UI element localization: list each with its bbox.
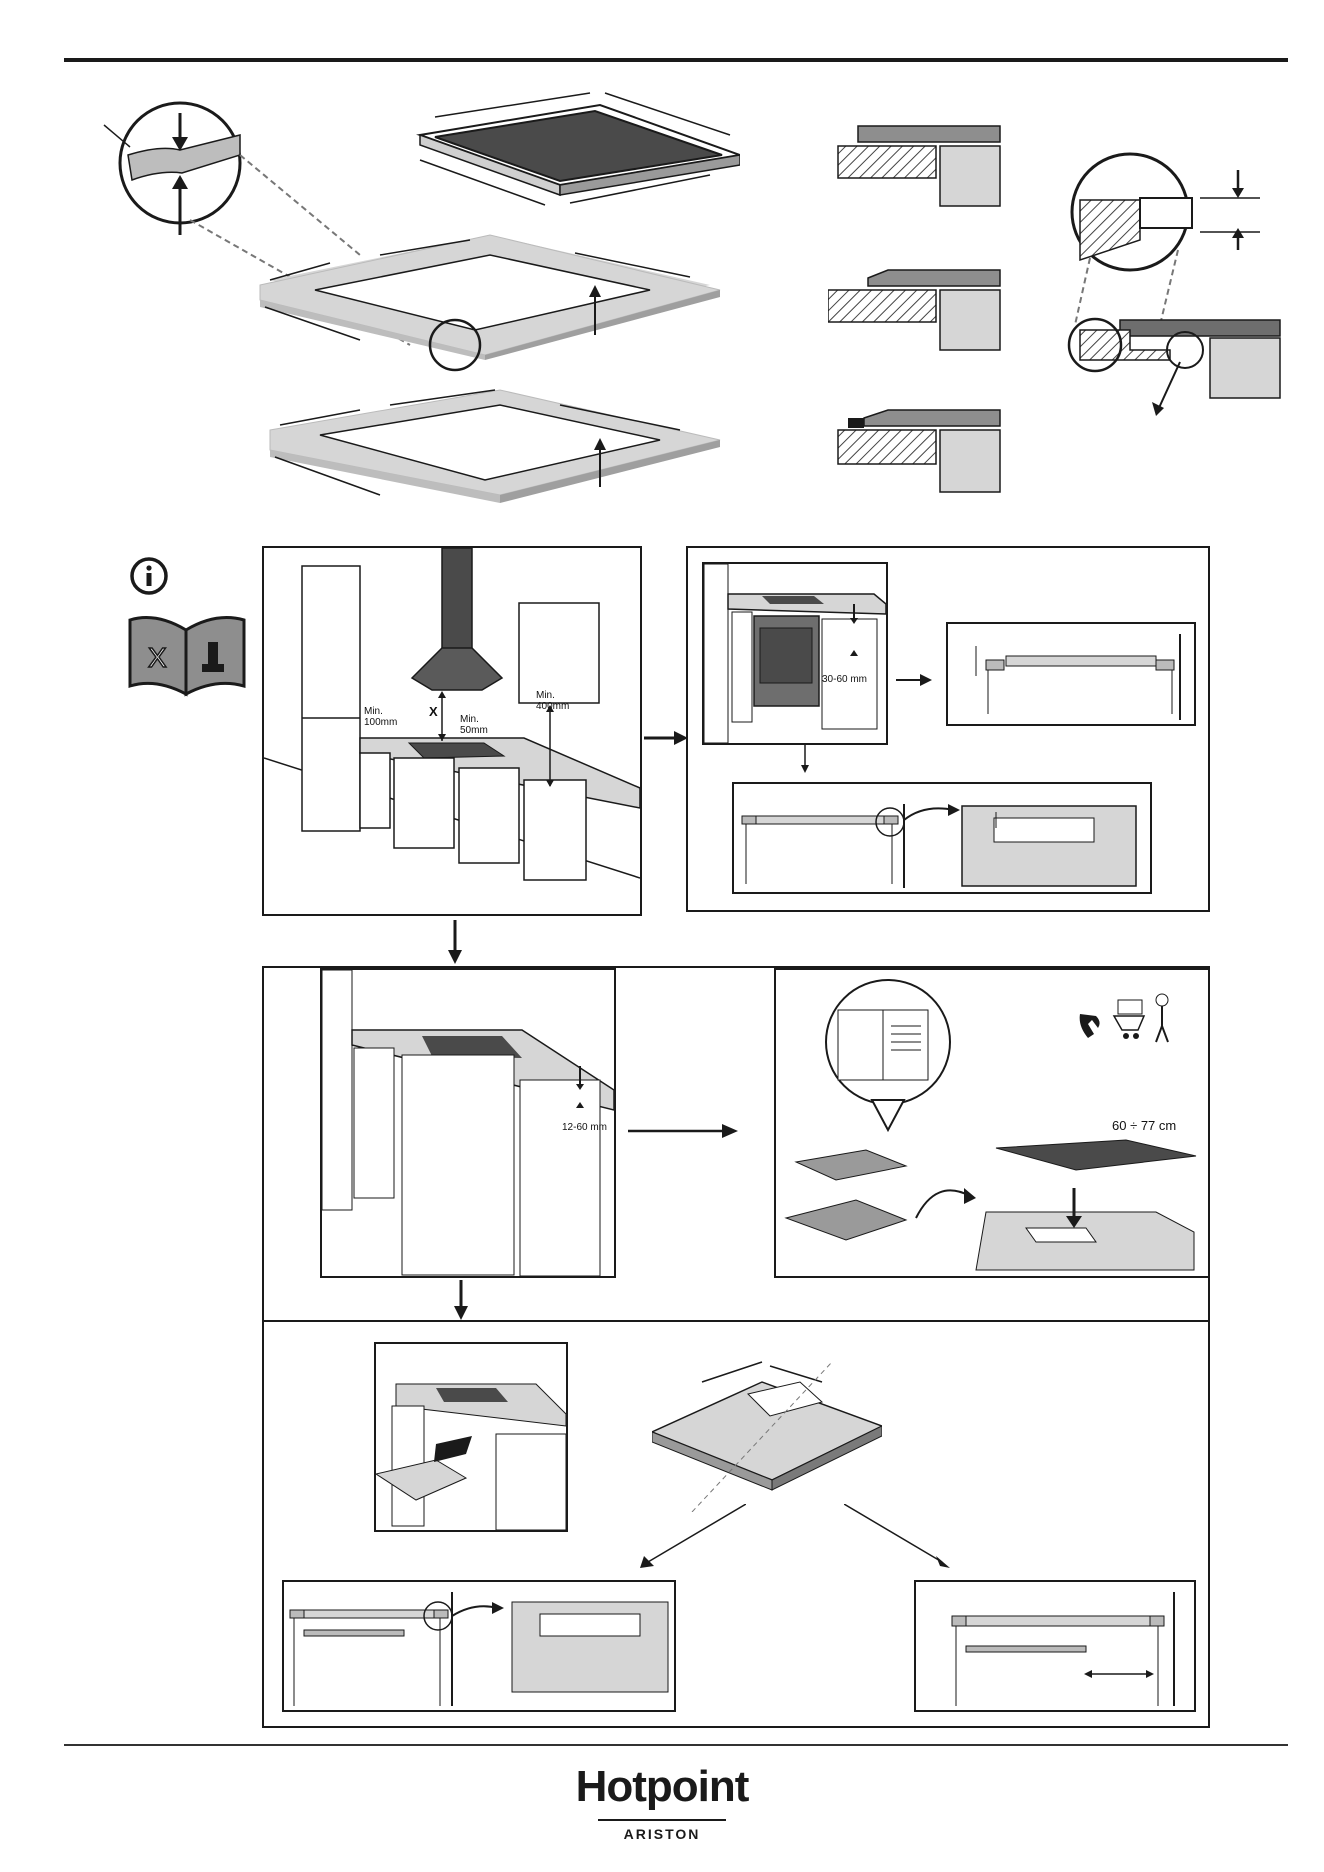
branch-arrow-right <box>844 1504 954 1570</box>
min-distance-inset-left <box>282 1580 676 1712</box>
width-60-77-label: 60 ÷ 77 cm <box>1112 1120 1176 1131</box>
flow-arrow-down <box>444 920 466 964</box>
profile-flush <box>838 126 1000 206</box>
bottom-rule <box>64 1744 1288 1746</box>
wall-gap-illustration <box>734 784 1150 892</box>
worktop-cutout <box>260 235 720 370</box>
phone-icon <box>1080 1014 1100 1038</box>
info-icon <box>128 555 170 597</box>
section-divider <box>264 1320 1208 1322</box>
flush-install-detail <box>1060 140 1282 430</box>
min-distance-right-illustration <box>916 1582 1194 1710</box>
service-icons <box>1076 986 1186 1046</box>
drilling-template-illustration <box>652 1342 882 1512</box>
branch-arrow-left <box>636 1504 746 1570</box>
template-panel: 60 ÷ 77 cm <box>774 968 1210 1278</box>
oven-kitchen-illustration <box>704 564 886 743</box>
brand-divider <box>598 1819 726 1821</box>
top-rule <box>64 58 1288 62</box>
min-100mm-label: Min. 100mm <box>364 706 397 728</box>
min-distance-inset-right <box>914 1580 1196 1712</box>
gap-detail-illustration <box>948 624 1194 724</box>
cart-icon <box>1118 1000 1142 1014</box>
cutout-diagram <box>90 85 740 525</box>
installation-steps-frame: 12-60 mm <box>262 966 1210 1728</box>
kitchen-clearance-illustration <box>264 548 640 914</box>
hob-plate <box>420 93 740 205</box>
range-12-60-label: 12-60 mm <box>562 1122 607 1133</box>
flow-arrow-right <box>644 728 688 748</box>
flow-arrow-down-2 <box>450 1280 472 1320</box>
hood-distance-x-label: X <box>429 706 438 717</box>
drawer-insert-illustration <box>376 1344 566 1530</box>
range-30-60-label: 30-60 mm <box>822 674 867 685</box>
gap-detail-inset <box>946 622 1196 726</box>
min-distance-left-illustration <box>284 1582 674 1710</box>
drawer-insert-inset <box>374 1342 568 1532</box>
oven-kitchen-inset: 30-60 mm <box>702 562 888 745</box>
min-50mm-label: Min. 50mm <box>460 714 488 736</box>
min-400mm-label: Min. 400mm <box>536 690 569 712</box>
profile-raised <box>838 410 1000 492</box>
inset-arrow-right <box>896 672 932 688</box>
manual-book-icon: X <box>126 612 248 700</box>
brand-logo-sub: ARISTON <box>0 1826 1324 1842</box>
seal-frame <box>270 390 720 503</box>
svg-text:X: X <box>148 642 167 673</box>
kitchen-clearance-panel: Min. 100mm Min. 50mm Min. 400mm X <box>262 546 642 916</box>
wall-gap-inset <box>732 782 1152 894</box>
oven-install-panel: 30-60 mm <box>686 546 1210 912</box>
technician-icon <box>1156 994 1168 1006</box>
flow-arrow-right-2 <box>628 1122 738 1140</box>
inset-arrow-down <box>800 745 810 775</box>
worktop-thickness-inset: 12-60 mm <box>320 968 616 1278</box>
edge-profiles <box>828 118 1008 498</box>
brand-logo-name: Hotpoint <box>0 1762 1324 1812</box>
profile-bevel <box>828 270 1000 350</box>
